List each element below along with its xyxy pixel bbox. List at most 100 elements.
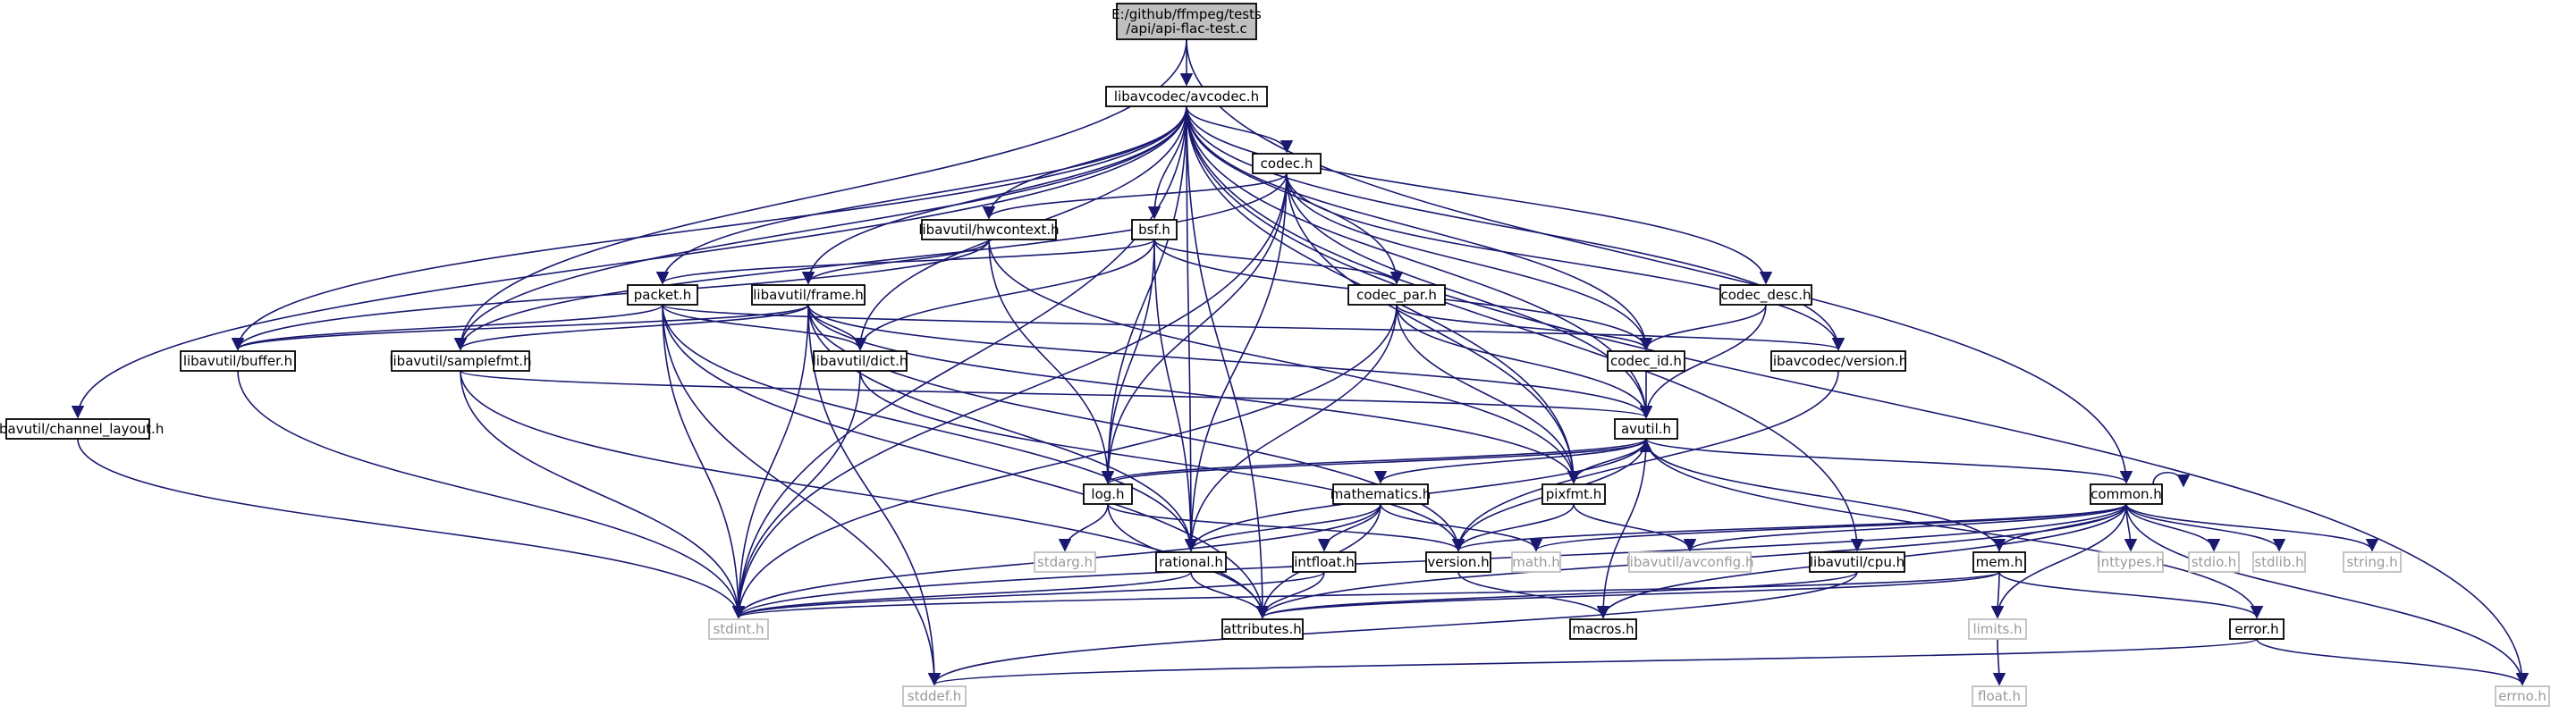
- node-box: [391, 350, 530, 372]
- node-box: [1034, 551, 1096, 573]
- node-label: rational.h: [1159, 554, 1223, 570]
- node-mem-h[interactable]: mem.h: [1972, 551, 2026, 573]
- edge-avutil_h-to-log_h: [1102, 438, 1647, 484]
- node-avcodec-h[interactable]: libavcodec/avcodec.h: [1105, 86, 1268, 107]
- node-bsf-h[interactable]: bsf.h: [1131, 219, 1178, 240]
- node-intfloat-h[interactable]: intfloat.h: [1292, 551, 1356, 573]
- node-label: error.h: [2234, 621, 2278, 637]
- node-label: intfloat.h: [1294, 554, 1355, 570]
- edge-avutil_h-to-common_h: [1645, 438, 2133, 484]
- edge-frame_h-to-samplefmt_h: [454, 304, 809, 351]
- node-macros-h[interactable]: macros.h: [1569, 618, 1637, 640]
- node-codec-h[interactable]: codec.h: [1252, 153, 1322, 174]
- node-label: pixfmt.h: [1546, 486, 1602, 502]
- edge-common_h-to-version_h: [1452, 503, 2127, 552]
- node-box: [2098, 551, 2164, 573]
- edge-samplefmt_h-to-stdint_h: [460, 370, 746, 619]
- node-box: [1972, 685, 2027, 707]
- edge-hwcontext_h-to-pixfmt_h: [988, 239, 1581, 484]
- node-label: stddef.h: [908, 688, 961, 704]
- edge-packet_h-to-buffer_h: [232, 304, 663, 351]
- node-mathematics-h[interactable]: mathematics.h: [1330, 483, 1432, 505]
- edge-codec_desc_h-to-codec_id_h: [1639, 304, 1767, 351]
- edge-frame_h-to-stddef_h: [807, 304, 942, 686]
- node-label: common.h: [2090, 486, 2162, 502]
- edge-avcodec_h-to-channel_layout_h: [71, 105, 1187, 419]
- edge-limits_h-to-float_h: [1992, 638, 2006, 686]
- node-box: [1628, 551, 1752, 573]
- edge-avcodec_h-to-samplefmt_h: [453, 105, 1187, 351]
- node-label: errno.h: [2498, 688, 2546, 704]
- edge-mem_h-to-attributes_h: [1256, 571, 2000, 619]
- node-box: [1719, 284, 1812, 306]
- edge-bsf_h-to-log_h: [1101, 239, 1155, 484]
- header-nodes: E:/github/ffmpeg/tests/api/api-flac-test…: [0, 3, 2550, 707]
- node-lavc-version-h[interactable]: libavcodec/version.h: [1769, 350, 1908, 372]
- node-samplefmt-h[interactable]: libavutil/samplefmt.h: [389, 350, 532, 372]
- node-float-h: float.h: [1972, 685, 2027, 707]
- node-label: codec_id.h: [1610, 353, 1682, 370]
- node-avutil-h[interactable]: avutil.h: [1614, 418, 1678, 440]
- node-limits-h: limits.h: [1968, 618, 2027, 640]
- node-label: codec_desc.h: [1720, 287, 1811, 304]
- node-label: libavutil/hwcontext.h: [918, 222, 1059, 238]
- node-buffer-h[interactable]: libavutil/buffer.h: [180, 350, 296, 372]
- node-api-flac-test[interactable]: E:/github/ffmpeg/tests/api/api-flac-test…: [1111, 3, 1262, 40]
- node-error-h[interactable]: error.h: [2229, 618, 2285, 640]
- node-label: mathematics.h: [1330, 486, 1432, 502]
- node-box: [1105, 86, 1268, 107]
- node-box: [2229, 618, 2285, 640]
- edge-intfloat_h-to-stdint_h: [732, 571, 1325, 619]
- edge-samplefmt_h-to-avutil_h: [460, 370, 1652, 419]
- edge-bsf_h-to-packet_h: [656, 239, 1155, 285]
- node-avconfig-h: libavutil/avconfig.h: [1626, 551, 1753, 573]
- node-label: /api/api-flac-test.c: [1126, 21, 1246, 37]
- node-box: [2188, 551, 2240, 573]
- edge-packet_h-to-attributes_h: [662, 304, 1270, 619]
- edge-codec_h-to-samplefmt_h: [453, 172, 1288, 351]
- node-label: stdint.h: [713, 621, 764, 637]
- node-box: [1809, 551, 1905, 573]
- edge-codec_par_h-to-codec_id_h: [1396, 304, 1653, 351]
- node-box: [1511, 551, 1561, 573]
- node-common-h[interactable]: common.h: [2090, 483, 2163, 505]
- node-box: [5, 418, 150, 440]
- node-box: [1332, 483, 1429, 505]
- node-log-h[interactable]: log.h: [1083, 483, 1133, 505]
- node-box: [180, 350, 296, 372]
- edge-frame_h-to-buffer_h: [232, 304, 809, 351]
- node-stdio-h: stdio.h: [2188, 551, 2240, 573]
- edge-error_h-to-stddef_h: [928, 638, 2258, 686]
- node-label: bsf.h: [1138, 222, 1170, 238]
- node-box: [1292, 551, 1356, 573]
- edge-packet_h-to-rational_h: [662, 304, 1198, 552]
- edge-packet_h-to-stdint_h: [662, 304, 746, 619]
- node-hwcontext-h[interactable]: libavutil/hwcontext.h: [918, 219, 1060, 240]
- node-pixfmt-h[interactable]: pixfmt.h: [1541, 483, 1606, 505]
- node-codec-desc-h[interactable]: codec_desc.h: [1719, 284, 1812, 306]
- node-attributes-h[interactable]: attributes.h: [1221, 618, 1304, 640]
- edge-cpu_h-to-attributes_h: [1256, 571, 1858, 619]
- node-box: [1607, 350, 1685, 372]
- node-codec-id-h[interactable]: codec_id.h: [1607, 350, 1685, 372]
- node-dict-h[interactable]: libavutil/dict.h: [813, 350, 908, 372]
- edge-common_h-to-common_h: [2152, 472, 2191, 488]
- node-cpu-h[interactable]: libavutil/cpu.h: [1809, 551, 1905, 573]
- edge-packet_h-to-dict_h: [662, 304, 867, 351]
- edge-codec_par_h-to-stdint_h: [731, 304, 1398, 619]
- node-inttypes-h: inttypes.h: [2097, 551, 2165, 573]
- edge-avcodec_h-to-attributes_h: [1186, 105, 1270, 619]
- node-label: version.h: [1427, 554, 1489, 570]
- node-version-h[interactable]: version.h: [1425, 551, 1491, 573]
- node-channel-layout-h[interactable]: libavutil/channel_layout.h: [0, 418, 164, 440]
- node-codec-par-h[interactable]: codec_par.h: [1347, 284, 1446, 306]
- node-rational-h[interactable]: rational.h: [1155, 551, 1227, 573]
- edge-bsf_h-to-rational_h: [1153, 239, 1198, 552]
- node-label: inttypes.h: [2097, 554, 2164, 570]
- edge-codec_h-to-hwcontext_h: [982, 172, 1288, 220]
- node-packet-h[interactable]: packet.h: [627, 284, 698, 306]
- node-box: [1770, 350, 1906, 372]
- node-box: [902, 685, 967, 707]
- node-label: limits.h: [1972, 621, 2022, 637]
- node-frame-h[interactable]: libavutil/frame.h: [751, 284, 866, 306]
